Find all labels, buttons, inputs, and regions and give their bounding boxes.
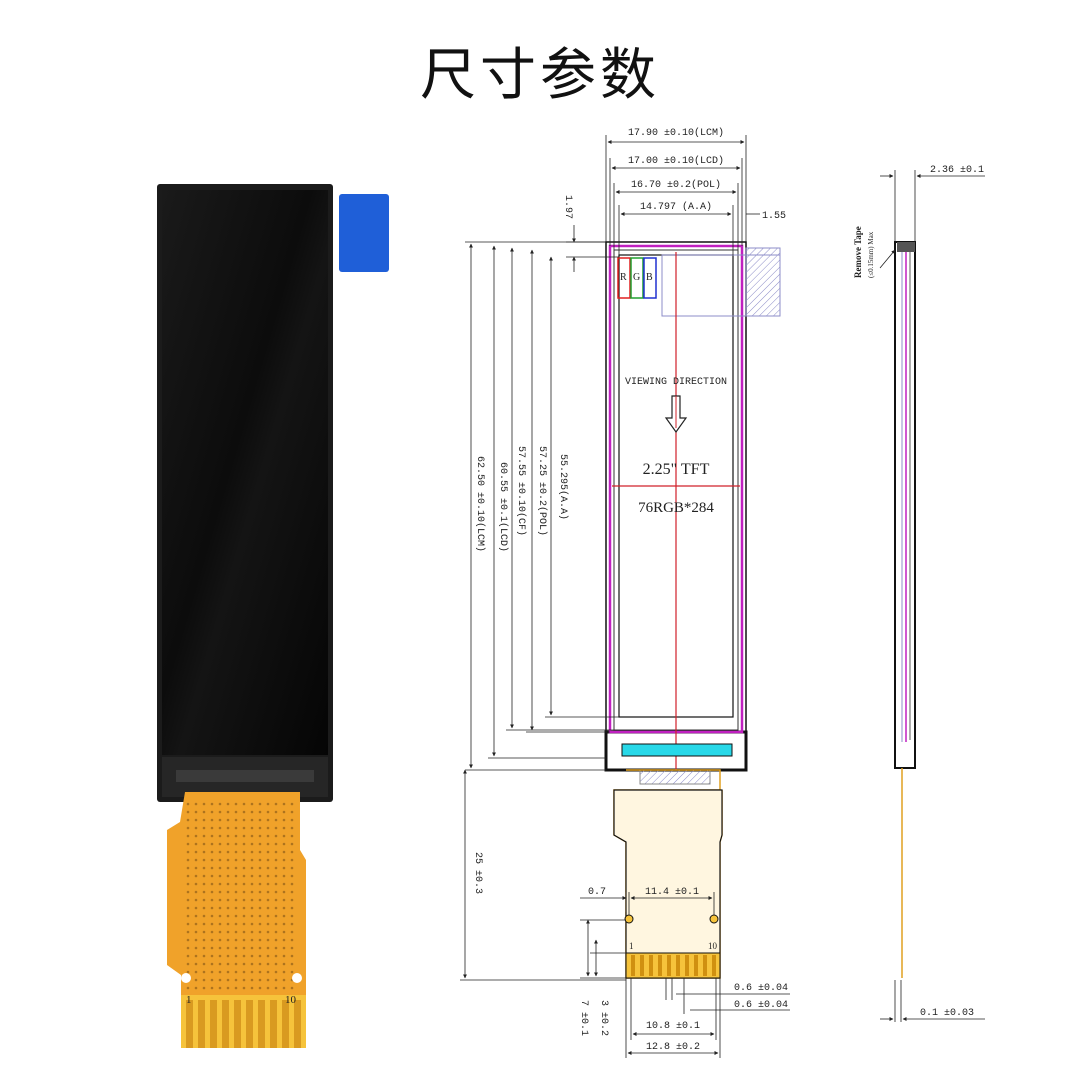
front-view: R G B VIEWING DIRECTION 2.25" TFT 76RGB*… (460, 127, 790, 1058)
dim-right-margin: 1.55 (762, 211, 786, 222)
dim-pol-width: 16.70 ±0.2(POL) (631, 179, 721, 191)
photo-pin-first: 1 (186, 994, 192, 1006)
fpc-hole-right (709, 914, 719, 924)
photo-fpc-hole-right (292, 973, 302, 983)
dim-lcm-height: 62.50 ±0.10(LCM) (474, 456, 486, 552)
fpc-hole-left (624, 914, 634, 924)
rgb-label-r: R (620, 272, 627, 283)
dim-pol-height: 57.25 ±0.2(POL) (536, 446, 548, 536)
dim-side-thickness: 2.36 ±0.1 (930, 165, 984, 176)
rgb-box-b (643, 257, 657, 299)
photo-fpc-hole-left (181, 973, 191, 983)
left-dimension-lines (460, 241, 626, 981)
remove-tape-note: (≤0.15mm) Max (867, 231, 875, 278)
dim-contact-len: 3 ±0.2 (598, 1000, 609, 1036)
photo-fpc-texture (185, 800, 295, 990)
dim-pin-pitch: 0.6 ±0.04 (734, 1000, 788, 1011)
side-view: 2.36 ±0.1 0.1 ±0.03 Remove Tape (≤0.15mm… (853, 165, 985, 1022)
tape-outline (661, 254, 781, 317)
fpc-pin-first: 1 (629, 941, 634, 951)
viewing-direction: VIEWING DIRECTION (625, 377, 727, 388)
dim-lcm-width: 17.90 ±0.10(LCM) (628, 127, 724, 139)
top-dimension-lines (605, 135, 760, 255)
photo-fpc-pins (186, 1000, 301, 1048)
resolution: 76RGB*284 (638, 500, 714, 516)
side-top-cap (897, 242, 915, 252)
side-dimension-lines (879, 170, 985, 1022)
fpc-dimension-lines (580, 892, 790, 1058)
dim-aa-height: 55.295(A.A) (557, 454, 569, 520)
rgb-label-g: G (633, 272, 640, 283)
dim-fpc-length: 25 ±0.3 (472, 852, 483, 894)
module-photo: 1 10 (157, 184, 389, 1048)
dim-top-margin: 1.97 (562, 195, 573, 219)
dim-stiffener-len: 7 ±0.1 (578, 1000, 589, 1036)
dim-aa-width: 14.797 (A.A) (640, 201, 712, 213)
dim-fpc-thickness: 0.1 ±0.03 (920, 1008, 974, 1019)
remove-tape-label: Remove Tape (853, 226, 863, 278)
rgb-box-g (630, 257, 644, 299)
side-body (894, 241, 916, 769)
photo-ic-strip (176, 770, 314, 782)
fpc-pin-last: 10 (708, 941, 718, 951)
rgb-box-r (617, 257, 631, 299)
dim-cf-height: 57.55 ±0.10(CF) (515, 446, 527, 536)
dim-lcd-height: 60.55 ±0.1(LCD) (497, 462, 509, 552)
dim-fpc-width: 12.8 ±0.2 (646, 1042, 700, 1053)
fpc-bond-area (639, 769, 711, 785)
driver-ic (621, 743, 733, 757)
dim-hole-pitch: 11.4 ±0.1 (645, 887, 699, 898)
photo-pin-last: 10 (285, 994, 297, 1006)
page-title: 尺寸参数 (420, 43, 660, 108)
dim-hole-offset: 0.7 (588, 887, 606, 898)
dim-pin-width: 0.6 ±0.04 (734, 983, 788, 994)
screen-size: 2.25" TFT (643, 461, 710, 478)
fpc-contact-pins (631, 955, 716, 976)
tape-hatch (745, 247, 781, 317)
dim-lcd-width: 17.00 ±0.10(LCD) (628, 155, 724, 167)
dim-pin-span: 10.8 ±0.1 (646, 1021, 700, 1032)
rgb-label-b: B (646, 272, 653, 283)
photo-screen (162, 190, 328, 755)
photo-blue-tape (339, 194, 389, 272)
